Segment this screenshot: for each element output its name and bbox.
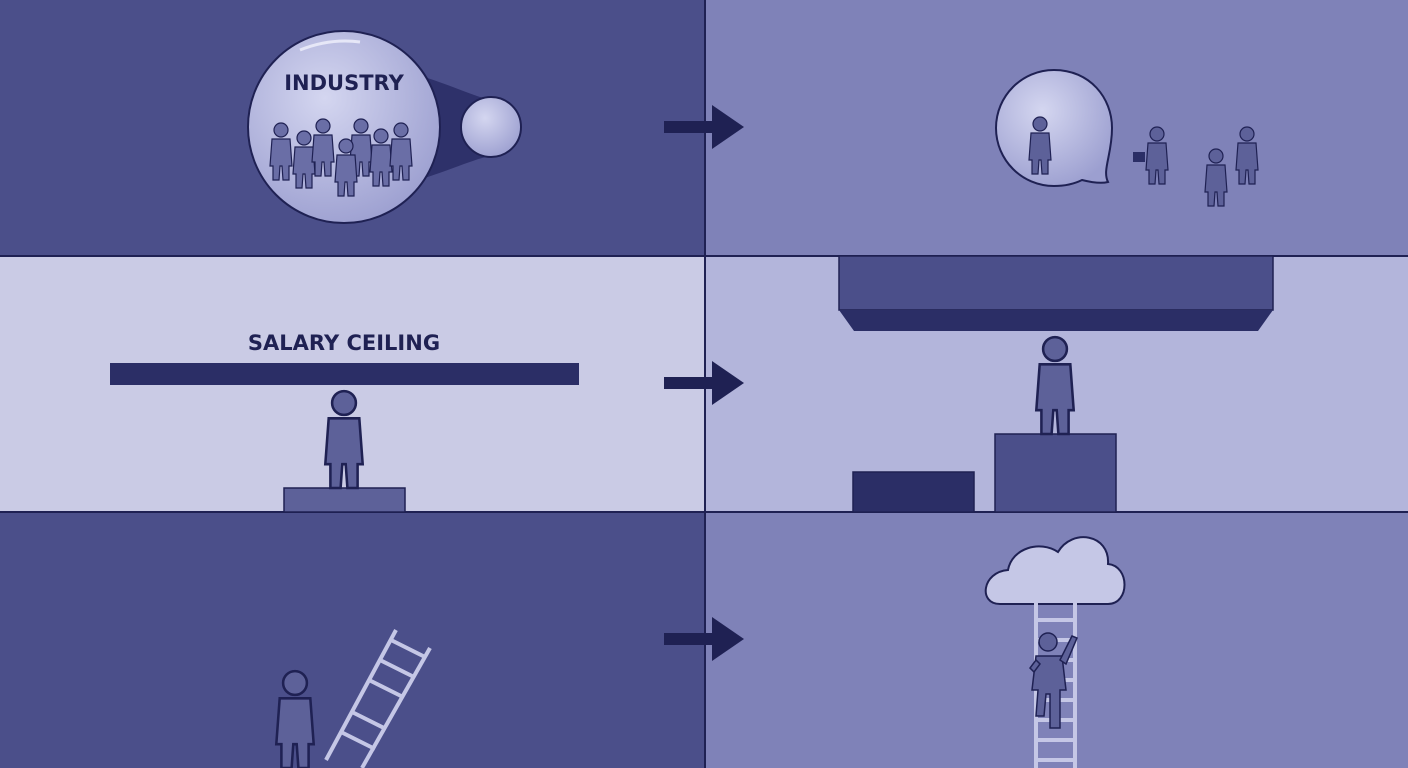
salary-ceiling-label: SALARY CEILING — [248, 331, 440, 355]
broken-ladder — [324, 629, 432, 768]
small-bubble — [460, 96, 522, 158]
tall-step — [994, 433, 1117, 513]
arrow-row1 — [664, 105, 744, 149]
salary-ceiling-group: SALARY CEILING — [110, 331, 579, 513]
heavy-ceiling-block — [838, 255, 1274, 311]
raised-ceiling-group — [838, 255, 1274, 513]
deflating-bubble — [994, 68, 1114, 188]
arrow-row3 — [664, 617, 744, 661]
broken-ladder-group — [275, 629, 432, 768]
arrow-row2 — [664, 361, 744, 405]
industry-label: INDUSTRY — [284, 71, 404, 95]
cloud-ladder-group — [984, 536, 1126, 768]
industry-bubble-group: INDUSTRY — [247, 30, 522, 224]
popped-bubble-group — [994, 68, 1259, 207]
briefcase-icon — [1133, 152, 1145, 162]
cloud — [984, 536, 1126, 605]
short-step — [852, 471, 975, 513]
ceiling-bar — [110, 363, 579, 385]
ceiling-block-bevel — [839, 310, 1273, 331]
low-platform — [283, 487, 406, 513]
bubble-highlight — [299, 39, 361, 52]
panel-row3-left — [0, 512, 705, 768]
climbing-person — [1029, 632, 1078, 729]
